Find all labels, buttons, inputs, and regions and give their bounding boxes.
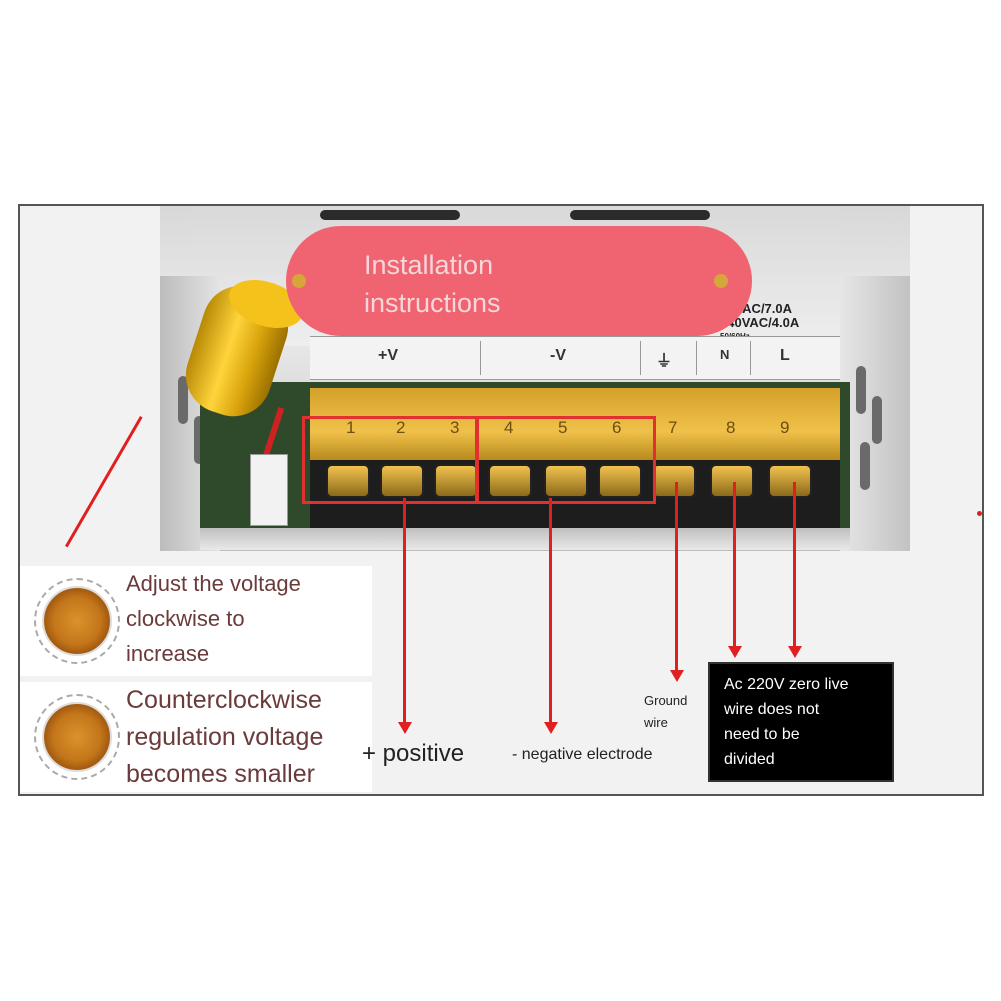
counterclockwise-text: Counterclockwise regulation voltage beco… (126, 686, 324, 788)
terminal-screw (652, 464, 696, 498)
clockwise-text: Adjust the voltage clockwise to increase (126, 571, 301, 666)
ac-note-text: Ac 220V zero live wire does not need to … (724, 676, 849, 768)
side-vent (194, 416, 204, 464)
terminal-screw (488, 464, 532, 498)
negative-label: - negative electrode (512, 746, 653, 763)
positive-terminals-box (302, 416, 478, 504)
ac-note-box (708, 662, 894, 782)
terminal-cover (310, 388, 840, 460)
label-live: L (780, 347, 790, 364)
terminal-screw (598, 464, 642, 498)
terminal-screw (768, 464, 812, 498)
negative-arrowhead (544, 722, 558, 734)
side-vent (856, 366, 866, 414)
knob-arrow-line (65, 416, 143, 548)
positive-arrow-line (403, 498, 406, 724)
terminal-number: 3 (450, 418, 460, 437)
clockwise-panel: Adjust the voltage clockwise to increase (20, 566, 372, 676)
banner-rivet (714, 274, 728, 288)
negative-terminals-box (476, 416, 656, 504)
rotate-counterclockwise-icon (34, 694, 120, 780)
terminal-number: 8 (726, 418, 736, 437)
strip-divider (696, 341, 697, 375)
terminal-screw (380, 464, 424, 498)
positive-arrowhead (398, 722, 412, 734)
ground-arrowhead (670, 670, 684, 682)
side-vent (860, 442, 870, 490)
ground-symbol-icon: ⏚ (656, 353, 673, 370)
installation-banner (286, 226, 752, 336)
label-neutral: N (720, 347, 730, 362)
rotate-clockwise-icon (34, 578, 120, 664)
bottom-plate (200, 528, 850, 550)
terminal-screw (326, 464, 370, 498)
edge-mark (977, 511, 982, 516)
positive-label: + positive (362, 740, 465, 767)
label-positive-v: +V (378, 347, 399, 364)
side-vent (872, 396, 882, 444)
terminal-number: 2 (396, 418, 406, 437)
terminal-number: 1 (346, 418, 356, 437)
terminal-screw (544, 464, 588, 498)
terminal-number: 4 (504, 418, 514, 437)
ground-label: Ground wire (644, 693, 688, 730)
strip-divider (640, 341, 641, 375)
label-negative-v: -V (550, 347, 566, 364)
banner-title: Installation instructions (364, 250, 501, 318)
counterclockwise-panel: Counterclockwise regulation voltage beco… (20, 682, 372, 792)
vent-slot (570, 210, 710, 220)
live-arrow-line (793, 482, 796, 648)
live-arrowhead (788, 646, 802, 658)
neutral-arrowhead (728, 646, 742, 658)
ground-arrow-line (675, 482, 678, 672)
banner-rivet (292, 274, 306, 288)
side-vent (178, 376, 188, 424)
negative-arrow-line (549, 498, 552, 724)
dial-icon (42, 702, 112, 772)
vent-slot (320, 210, 460, 220)
neutral-arrow-line (733, 482, 736, 648)
terminal-number: 5 (558, 418, 568, 437)
strip-divider (480, 341, 481, 375)
photo-frame: UT 10VAC/7.0A 240VAC/4.0A 50/60Hz +V -V … (18, 204, 984, 796)
strip-divider (750, 341, 751, 375)
dial-icon (42, 586, 112, 656)
terminal-number: 7 (668, 418, 678, 437)
wire-connector (250, 454, 288, 526)
terminal-number: 6 (612, 418, 622, 437)
terminal-screw (710, 464, 754, 498)
terminal-label-strip: +V -V ⏚ N L (310, 336, 840, 380)
terminal-number: 9 (780, 418, 790, 437)
